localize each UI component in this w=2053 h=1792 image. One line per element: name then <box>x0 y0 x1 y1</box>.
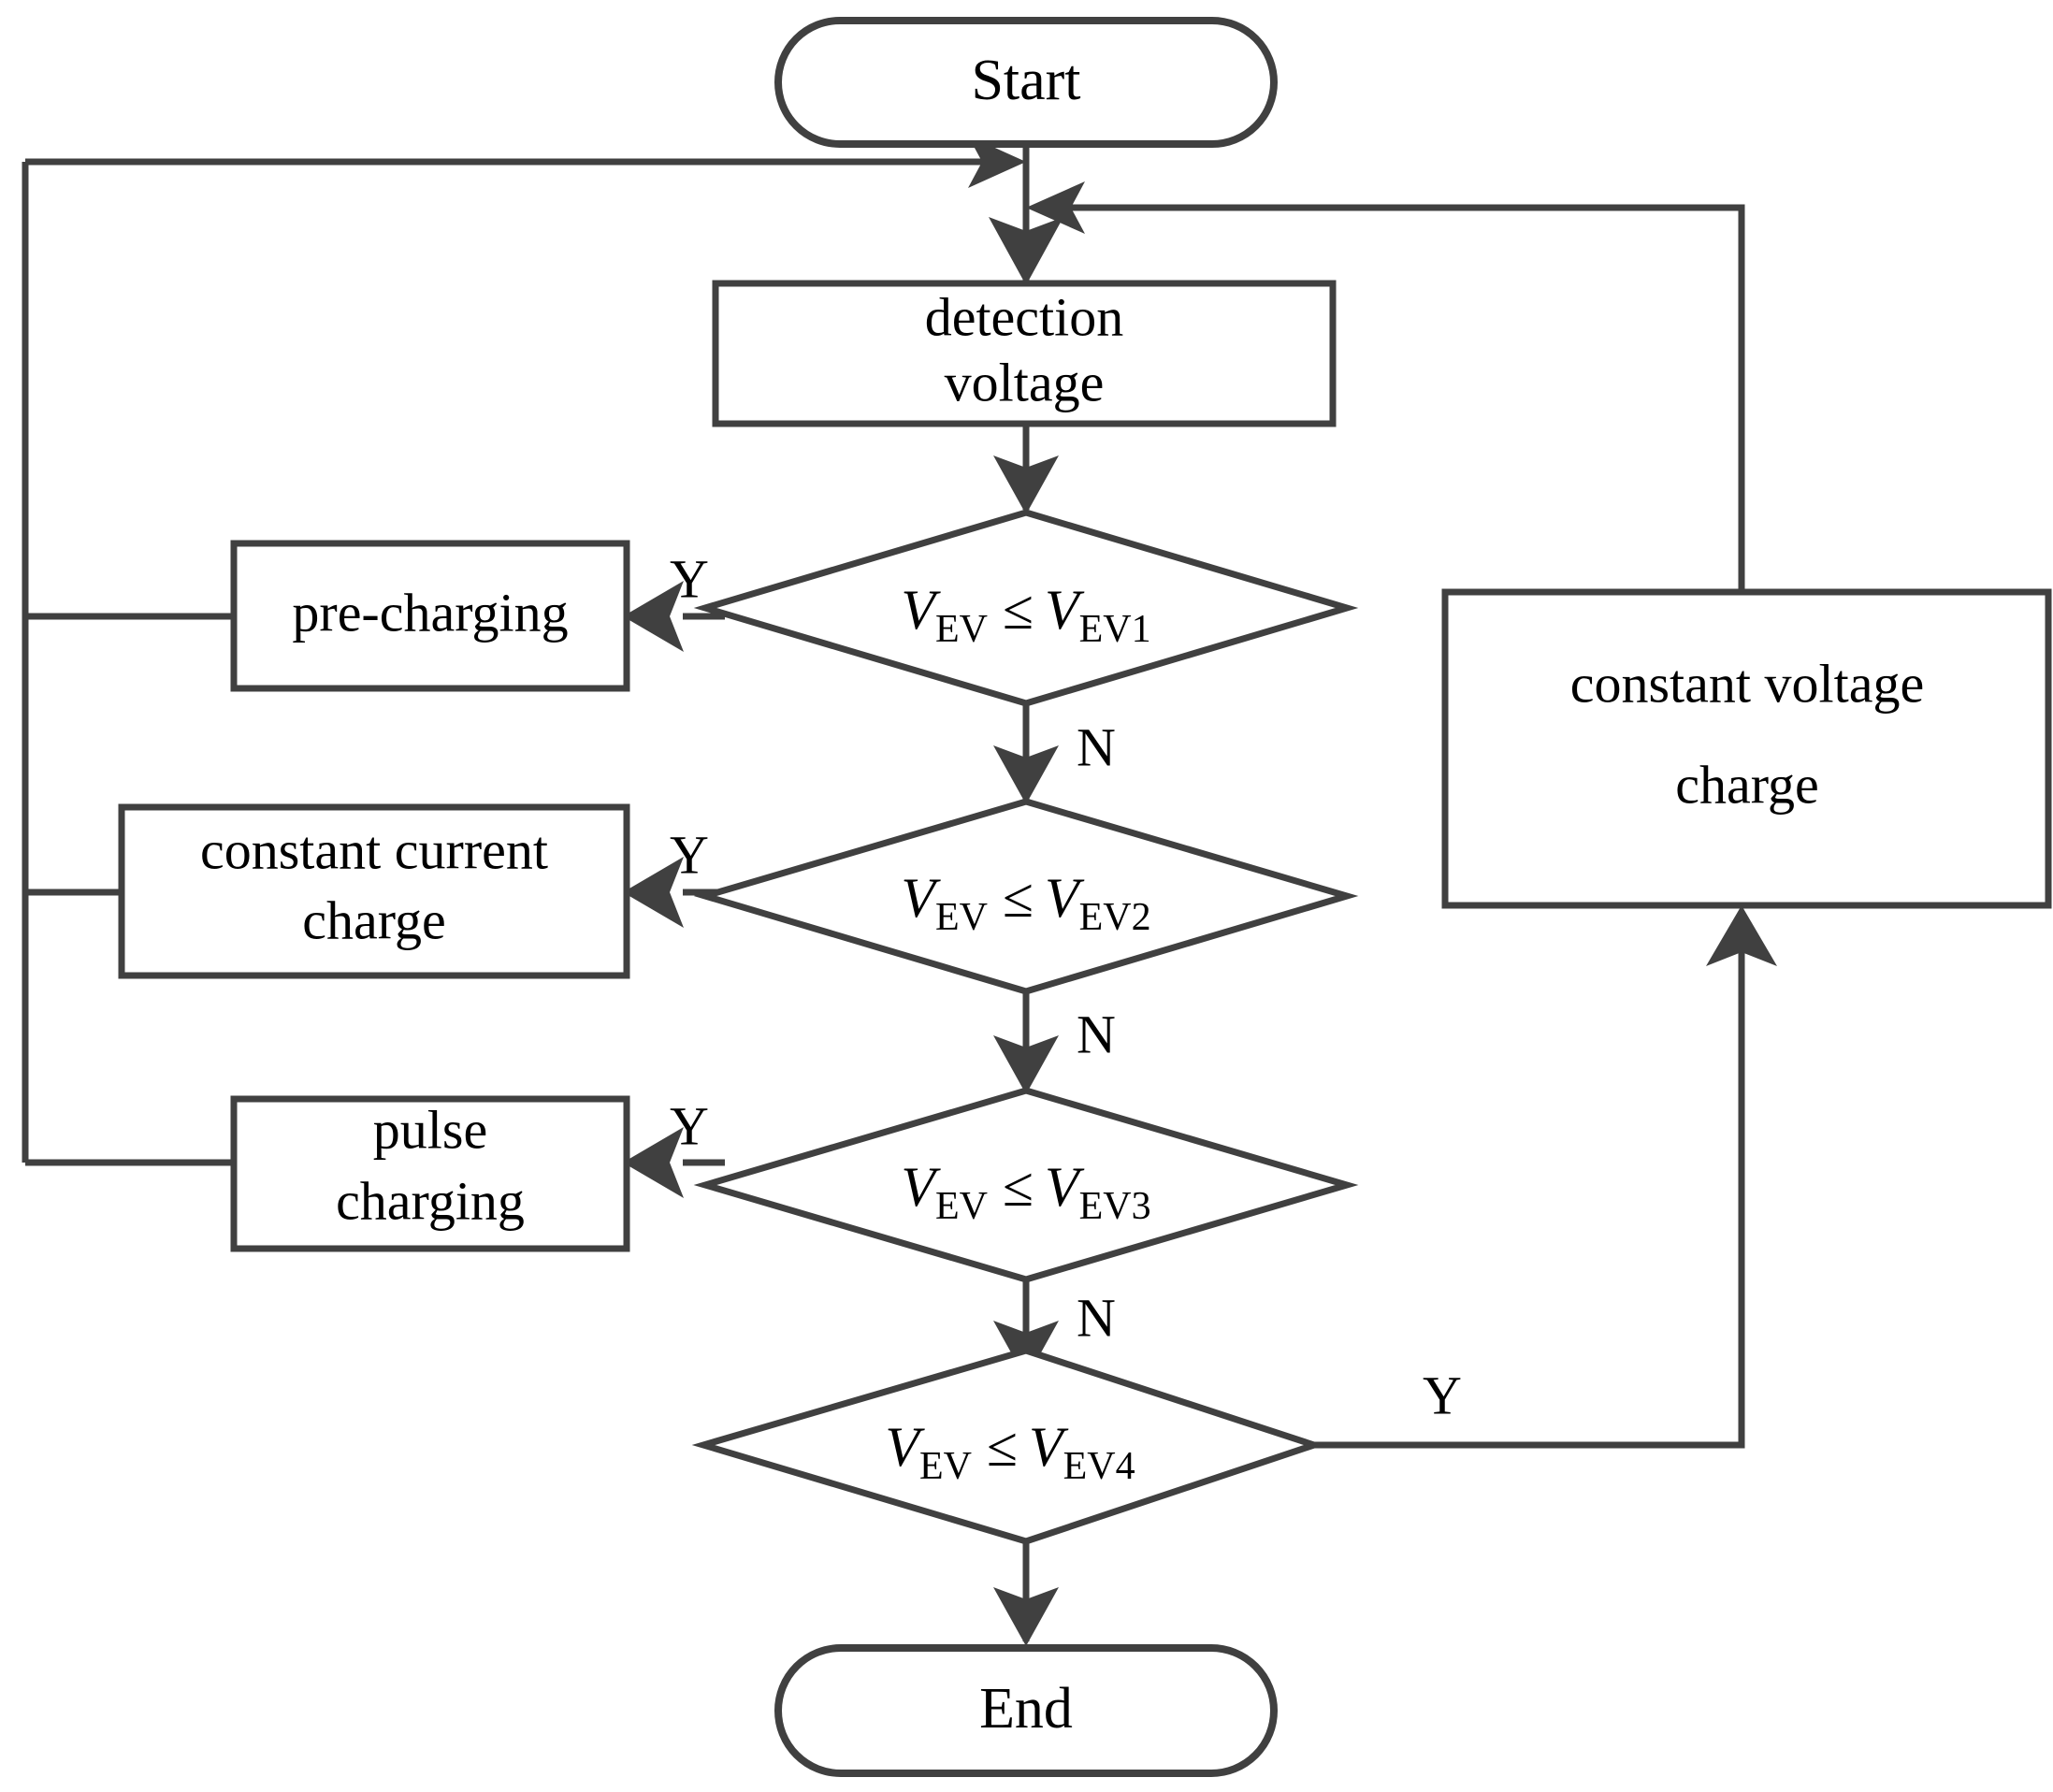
vev4-op: ≤ <box>987 1416 1018 1478</box>
node-constant-current-line1: constant current <box>200 819 548 880</box>
vev3-var2: V <box>1045 1156 1085 1218</box>
arrowhead-left-bus-merge <box>968 136 1026 188</box>
edge-label-d1-yes: Y <box>670 548 709 609</box>
arrowhead-into-d2 <box>993 745 1059 804</box>
vev2-sub2: EV2 <box>1079 896 1151 939</box>
node-decision-vev3[interactable] <box>693 1087 1359 1283</box>
vev2-op: ≤ <box>1003 867 1034 929</box>
vev1-sub: EV <box>935 608 988 651</box>
node-decision-vev1-label: VEV≤VEV1 <box>901 579 1150 651</box>
node-detection-voltage-line2: voltage <box>945 352 1105 412</box>
node-detection-voltage-line1: detection <box>925 286 1124 347</box>
edge-cv-to-detection-bus <box>1052 204 1745 592</box>
node-detection-voltage[interactable] <box>712 280 1337 427</box>
arrowhead-right-bus-merge <box>1026 181 1085 234</box>
vev2-sub: EV <box>935 896 988 939</box>
vev4-var: V <box>885 1416 925 1478</box>
edge-label-d1-no: N <box>1077 716 1116 777</box>
vev2-var2: V <box>1045 867 1085 929</box>
vev2-var: V <box>901 867 941 929</box>
node-constant-voltage-line2: charge <box>1675 754 1819 815</box>
vev4-sub2: EV4 <box>1063 1445 1135 1488</box>
vev3-sub2: EV3 <box>1079 1185 1151 1228</box>
arrowhead-into-pulse-charging <box>623 1127 684 1198</box>
node-decision-vev2-label: VEV≤VEV2 <box>901 867 1150 939</box>
node-decision-vev3-label: VEV≤VEV3 <box>901 1156 1150 1228</box>
vev1-var: V <box>901 579 941 641</box>
node-end-label: End <box>979 1677 1073 1741</box>
vev1-var2: V <box>1045 579 1085 641</box>
node-pre-charging-label: pre-charging <box>292 582 568 643</box>
vev3-op: ≤ <box>1003 1156 1034 1218</box>
vev3-var: V <box>901 1156 941 1218</box>
vev1-op: ≤ <box>1003 579 1034 641</box>
node-constant-current-charge[interactable] <box>118 803 630 979</box>
arrowhead-into-d3 <box>993 1035 1059 1094</box>
edge-label-d2-no: N <box>1077 1004 1116 1064</box>
node-constant-voltage-charge[interactable] <box>1441 588 2052 909</box>
arrowhead-into-d1 <box>993 455 1059 514</box>
node-decision-vev4[interactable] <box>691 1347 1325 1545</box>
node-decision-vev2[interactable] <box>693 798 1359 995</box>
arrowhead-into-pre-charging <box>623 581 684 652</box>
node-pulse-charging-line1: pulse <box>373 1099 487 1160</box>
vev4-sub: EV <box>919 1445 972 1488</box>
node-decision-vev1[interactable] <box>693 509 1359 707</box>
edge-label-d2-yes: Y <box>670 824 709 885</box>
node-decision-vev4-label: VEV≤VEV4 <box>885 1416 1135 1488</box>
node-pulse-charging-line2: charging <box>336 1170 525 1231</box>
node-constant-current-line2: charge <box>302 889 446 950</box>
node-pre-charging[interactable] <box>230 540 630 692</box>
arrowhead-into-cv <box>1706 905 1777 966</box>
edge-label-d3-no: N <box>1077 1287 1116 1348</box>
vev4-var2: V <box>1029 1416 1069 1478</box>
node-start[interactable] <box>774 17 1278 148</box>
vev3-sub: EV <box>935 1185 988 1228</box>
edge-label-d3-yes: Y <box>670 1095 709 1156</box>
arrowhead-into-end <box>993 1587 1059 1646</box>
edge-label-d4-yes: Y <box>1423 1365 1462 1425</box>
node-end[interactable] <box>774 1644 1278 1777</box>
arrowhead-into-constant-current <box>623 857 684 928</box>
node-start-label: Start <box>971 49 1080 112</box>
node-pulse-charging[interactable] <box>230 1095 630 1252</box>
edge-d4-yes-to-cv <box>1314 912 1745 1449</box>
node-constant-voltage-line1: constant voltage <box>1570 653 1925 714</box>
vev1-sub2: EV1 <box>1079 608 1151 651</box>
arrowhead-into-detection <box>989 217 1063 285</box>
